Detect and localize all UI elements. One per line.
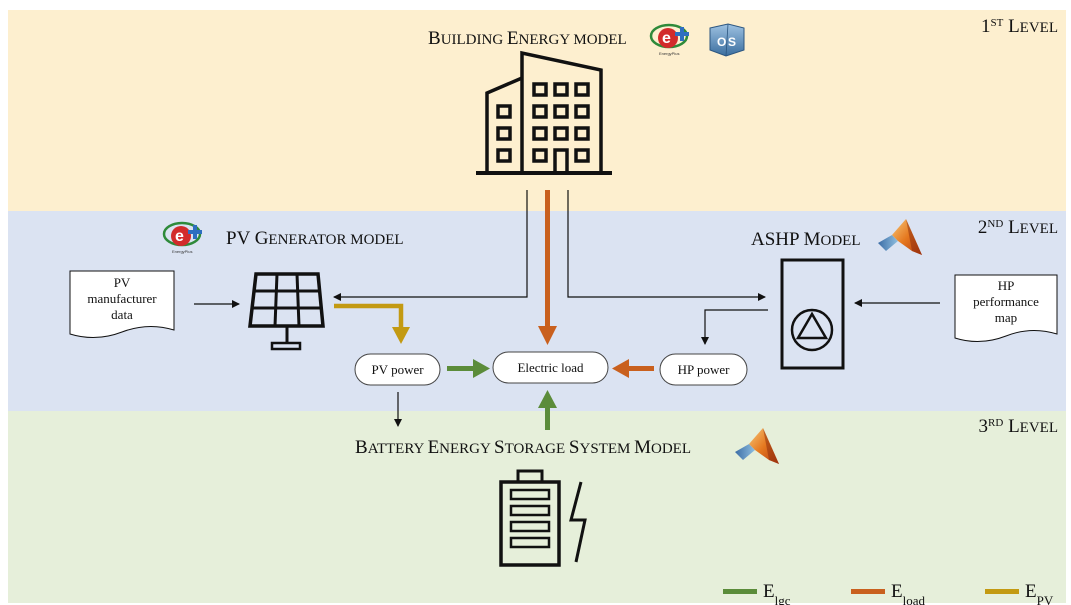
building-icon xyxy=(476,50,612,175)
solar-panel-icon xyxy=(248,272,325,351)
legend-swatch xyxy=(985,589,1019,594)
pv-power-node: PV power xyxy=(354,353,441,386)
legend-label: Elgc xyxy=(763,581,791,605)
legend-swatch xyxy=(723,589,757,594)
pump-to-hp-power-line xyxy=(701,309,768,345)
svg-text:e: e xyxy=(175,228,184,245)
building-load-arrow xyxy=(538,190,557,345)
level-2-label: 2ND LEVEL xyxy=(978,217,1058,238)
level1-band xyxy=(8,10,1066,211)
legend: Elgc Eload EPV xyxy=(723,581,1054,605)
legend-item-load: Eload xyxy=(851,581,925,605)
building-to-ashp-line xyxy=(567,190,766,301)
electric-load-node: Electric load xyxy=(492,351,609,384)
legend-item-lgc: Elgc xyxy=(723,581,791,605)
pv-power-label: PV power xyxy=(371,362,424,377)
hp-power-node: HP power xyxy=(659,353,748,386)
openstudio-logo: O S xyxy=(709,23,745,57)
battery-icon xyxy=(499,469,561,567)
battery-to-load-arrow xyxy=(538,390,557,430)
svg-text:EnergyPlus: EnergyPlus xyxy=(659,51,679,56)
legend-item-pv: EPV xyxy=(985,581,1054,605)
hp-power-label: HP power xyxy=(678,362,731,377)
building-to-pv-line xyxy=(333,190,528,301)
legend-swatch xyxy=(851,589,885,594)
svg-text:O: O xyxy=(717,35,726,49)
electric-load-label: Electric load xyxy=(517,360,584,375)
battery-storage-model-title: BATTERY ENERGY STORAGE SYSTEM MODEL xyxy=(355,437,691,458)
matlab-logo xyxy=(878,219,922,255)
level-1-label: 1ST LEVEL xyxy=(981,16,1058,37)
svg-text:e: e xyxy=(662,30,671,47)
svg-text:EnergyPlus: EnergyPlus xyxy=(172,249,192,254)
pv-to-load-arrow xyxy=(447,359,490,378)
energyplus-logo-pv: e EnergyPlus xyxy=(162,221,202,254)
building-energy-model-title: BUILDING ENERGY MODEL xyxy=(428,28,627,49)
matlab-logo-bess xyxy=(735,428,779,464)
pv-energy-arrow xyxy=(334,303,410,344)
ashp-model-title: ASHP MODEL xyxy=(751,229,861,250)
level-3-label: 3RD LEVEL xyxy=(979,416,1058,437)
hp-to-load-arrow xyxy=(612,359,654,378)
heat-pump-icon xyxy=(780,258,845,370)
energyplus-logo: e EnergyPlus xyxy=(649,23,689,56)
lightning-icon xyxy=(569,481,587,563)
legend-label: Eload xyxy=(891,581,925,605)
legend-label: EPV xyxy=(1025,581,1054,605)
svg-text:S: S xyxy=(728,35,736,49)
pv-generator-model-title: PV GENERATOR MODEL xyxy=(226,228,404,249)
